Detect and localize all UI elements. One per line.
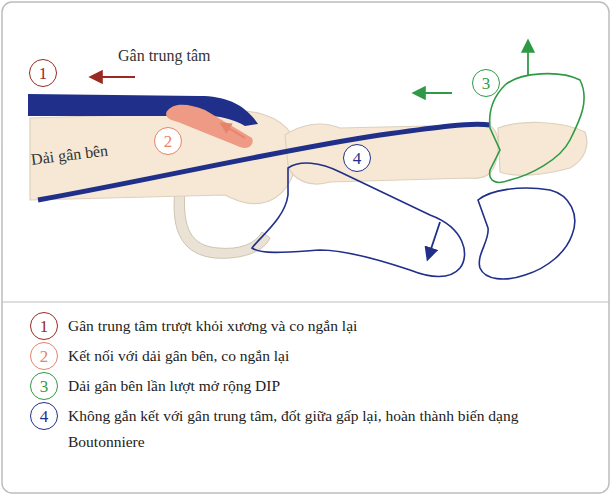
callout-number: 4	[40, 408, 49, 425]
callout-circle: 2	[154, 127, 182, 155]
part-label: Gân trung tâm	[118, 46, 210, 65]
callout-circle: 3	[472, 69, 500, 97]
callout-number: 4	[353, 150, 362, 167]
legend-text: Kết nối với dải gân bên, co ngắn lại	[68, 343, 538, 369]
callout-circle: 3	[30, 372, 58, 400]
callout-number: 2	[40, 348, 49, 365]
callout-circle: 4	[343, 144, 371, 172]
legend-text: Không gắn kết với gân trung tâm, đốt giữ…	[68, 403, 538, 455]
callout-number: 3	[482, 75, 491, 92]
callout-number: 2	[164, 133, 173, 150]
callout-circle: 2	[30, 342, 58, 370]
callout-circle: 1	[30, 312, 58, 340]
callout-circle: 1	[29, 59, 57, 87]
callout-number: 1	[40, 318, 49, 335]
callout-number: 1	[39, 65, 48, 82]
legend-text: Dải gân bên lần lượt mở rộng DIP	[68, 373, 538, 399]
callout-number: 3	[40, 378, 49, 395]
callout-circle: 4	[30, 402, 58, 430]
legend-text: Gân trung tâm trượt khỏi xương và co ngắ…	[68, 313, 538, 339]
